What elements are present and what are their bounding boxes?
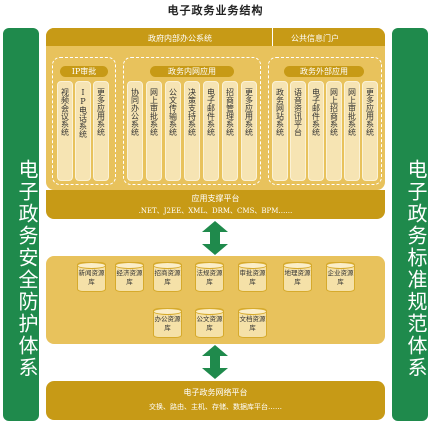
internal-office-label: 政府内部办公系统: [148, 34, 212, 43]
group-internal: [123, 57, 261, 185]
system-box: 更多应用系统: [362, 81, 378, 181]
group-external-label: 政务外部应用: [284, 66, 364, 77]
system-label: 网上审批系统: [347, 88, 357, 136]
right-sidebar: 电子政务标准规范体系: [392, 28, 428, 421]
top-bar: [46, 28, 385, 46]
system-box: 视频会议系统: [57, 81, 73, 181]
system-label: 网上招商系统: [329, 88, 339, 136]
system-label: IP电话系统: [78, 88, 88, 138]
system-box: 网上审批系统: [146, 81, 162, 181]
database-cylinder: 新闻资源库: [77, 262, 106, 292]
system-box: IP电话系统: [75, 81, 91, 181]
group-ip-label: IP审批: [60, 66, 108, 77]
system-box: 协同办公系统: [127, 81, 143, 181]
support-platform: [46, 190, 385, 219]
system-box: 网上招商系统: [326, 81, 342, 181]
system-label: 协同办公系统: [130, 88, 140, 136]
right-sidebar-label: 电子政务标准规范体系: [404, 158, 428, 379]
system-label: 政务网站系统: [275, 88, 285, 136]
system-label: 决策支持系统: [187, 88, 197, 136]
system-label: 电子邮件系统: [206, 88, 216, 136]
system-box: 网上审批系统: [344, 81, 360, 181]
group-ip: [52, 57, 116, 185]
system-label: 网上审批系统: [149, 88, 159, 136]
double-arrow-icon: [202, 345, 228, 379]
system-label: 更多应用系统: [96, 88, 106, 136]
system-box: 语音资讯平台: [290, 81, 306, 181]
system-box: 招商管理系统: [222, 81, 238, 181]
system-box: 电子邮件系统: [203, 81, 219, 181]
system-label: 公文传输系统: [168, 88, 178, 136]
public-portal-label: 公共信息门户: [291, 34, 339, 43]
database-cylinder: 地理资源库: [283, 262, 312, 292]
diagram-title: 电子政务业务结构: [167, 4, 264, 17]
system-box: 政务网站系统: [272, 81, 288, 181]
network-platform-subtitle: 交换、路由、主机、存储、数据库平台……: [149, 403, 282, 411]
database-cylinder: 法规资源库: [195, 262, 224, 292]
database-cylinder: 办公资源库: [153, 308, 182, 338]
double-arrow-icon: [202, 221, 228, 255]
support-platform-subtitle: .NET、J2EE、XML、DRM、CMS、BPM……: [138, 207, 293, 215]
database-cylinder: 招商资源库: [153, 262, 182, 292]
system-label: 更多应用系统: [365, 88, 375, 136]
database-cylinder: 企业资源库: [326, 262, 355, 292]
system-label: 招商管理系统: [225, 88, 235, 136]
group-external: [268, 57, 382, 185]
network-platform: [46, 381, 385, 420]
left-sidebar-label: 电子政务安全防护体系: [15, 158, 39, 379]
system-box: 更多应用系统: [241, 81, 257, 181]
system-box: 决策支持系统: [184, 81, 200, 181]
system-box: 公文传输系统: [165, 81, 181, 181]
database-cylinder: 文档资源库: [238, 308, 267, 338]
support-platform-title: 应用支撑平台: [191, 194, 240, 203]
system-label: 电子邮件系统: [311, 88, 321, 136]
database-cylinder: 公文资源库: [195, 308, 224, 338]
database-cylinder: 审批资源库: [238, 262, 267, 292]
group-internal-label: 政务内网应用: [150, 66, 234, 77]
system-label: 语音资讯平台: [293, 88, 303, 136]
left-sidebar: 电子政务安全防护体系: [3, 28, 39, 421]
system-box: 更多应用系统: [93, 81, 109, 181]
network-platform-title: 电子政务网络平台: [183, 388, 248, 397]
database-cylinder: 经济资源库: [115, 262, 144, 292]
system-box: 电子邮件系统: [308, 81, 324, 181]
system-label: 更多应用系统: [244, 88, 254, 136]
top-bar-divider: [272, 28, 273, 46]
system-label: 视频会议系统: [60, 88, 70, 136]
